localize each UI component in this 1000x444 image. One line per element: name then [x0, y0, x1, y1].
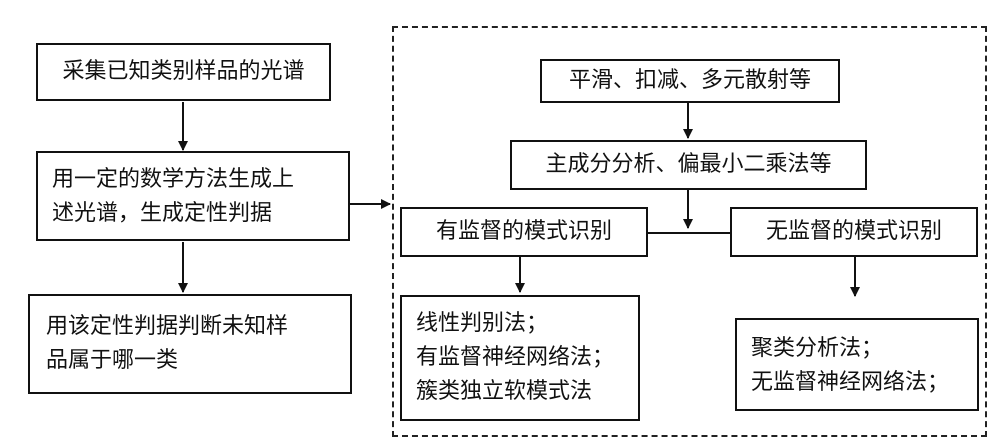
unsupervised-methods-list: 聚类分析法； 无监督神经网络法； — [751, 336, 950, 395]
preprocess-box: 平滑、扣减、多元散射等 — [540, 59, 840, 103]
classification-panel — [392, 26, 987, 437]
unsupervised-box: 无监督的模式识别 — [730, 207, 978, 257]
step3-label: 用该定性判据判断未知样 品属于哪一类 — [46, 314, 289, 373]
feature-label: 主成分分析、偏最小二乘法等 — [545, 152, 832, 177]
supervised-box: 有监督的模式识别 — [400, 207, 648, 257]
supervised-methods-box: 线性判别法； 有监督神经网络法； 簇类独立软模式法 — [400, 295, 640, 421]
step2-box: 用一定的数学方法生成上 述光谱，生成定性判据 — [36, 151, 350, 241]
step2-label: 用一定的数学方法生成上 述光谱，生成定性判据 — [52, 167, 295, 226]
step1-label: 采集已知类别样品的光谱 — [62, 59, 305, 84]
unsupervised-title: 无监督的模式识别 — [765, 219, 942, 244]
step3-box: 用该定性判据判断未知样 品属于哪一类 — [28, 294, 352, 394]
step1-box: 采集已知类别样品的光谱 — [36, 43, 331, 101]
supervised-title: 有监督的模式识别 — [435, 219, 612, 244]
feature-box: 主成分分析、偏最小二乘法等 — [510, 140, 867, 190]
unsupervised-methods-box: 聚类分析法； 无监督神经网络法； — [735, 318, 979, 411]
preprocess-label: 平滑、扣减、多元散射等 — [568, 68, 811, 93]
supervised-methods-list: 线性判别法； 有监督神经网络法； 簇类独立软模式法 — [416, 311, 615, 404]
